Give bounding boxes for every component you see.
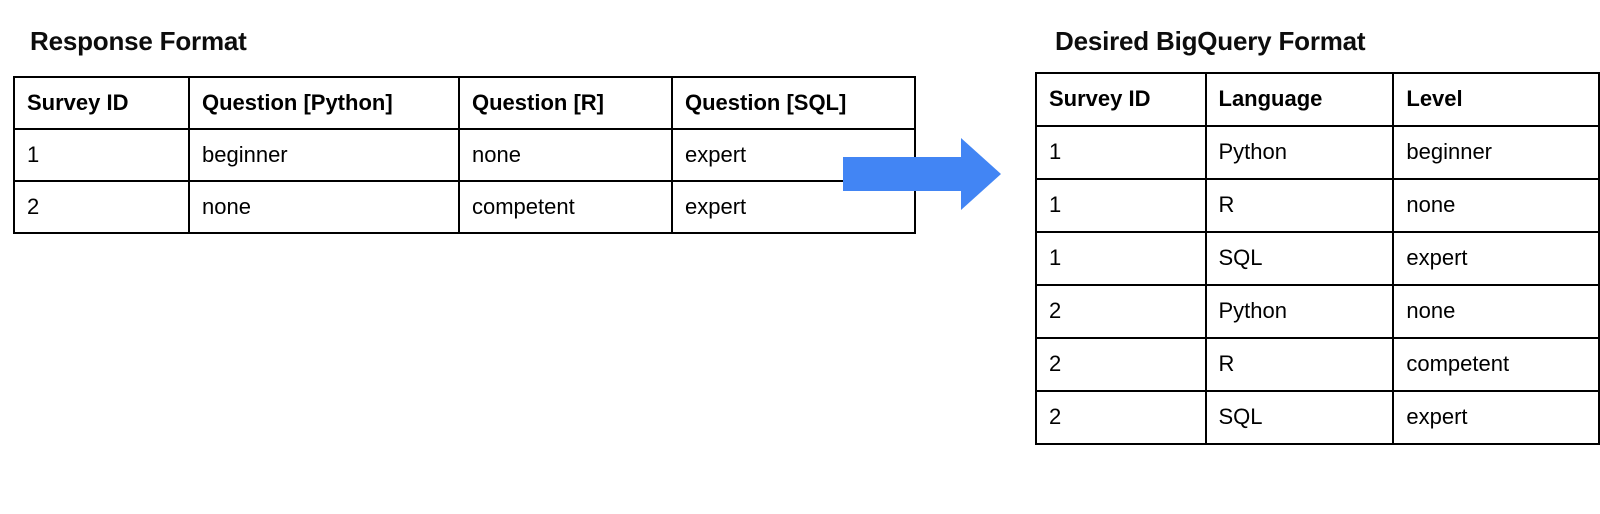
cell-level: none [1392,284,1600,339]
column-header-language: Language [1204,72,1395,127]
table-row: 2 none competent expert [13,180,916,234]
cell-survey-id: 2 [1035,284,1207,339]
cell-survey-id: 1 [1035,125,1207,180]
cell-question-python: none [188,180,460,234]
cell-language: Python [1204,125,1395,180]
column-header-question-python: Question [Python] [188,76,460,130]
response-format-panel: Response Format Survey ID Question [Pyth… [13,26,916,234]
column-header-level: Level [1392,72,1600,127]
table-row: 1 Python beginner [1035,125,1600,180]
cell-question-python: beginner [188,128,460,182]
bigquery-format-table: Survey ID Language Level 1 Python beginn… [1035,72,1600,445]
cell-language: Python [1204,284,1395,339]
table-row: 1 R none [1035,178,1600,233]
column-header-survey-id: Survey ID [1035,72,1207,127]
cell-language: R [1204,337,1395,392]
cell-question-r: none [458,128,673,182]
cell-survey-id: 1 [1035,178,1207,233]
response-format-table: Survey ID Question [Python] Question [R]… [13,76,916,234]
table-header-row: Survey ID Question [Python] Question [R]… [13,76,916,130]
column-header-question-sql: Question [SQL] [671,76,916,130]
cell-survey-id: 1 [13,128,190,182]
bigquery-format-title: Desired BigQuery Format [1055,26,1366,56]
cell-language: SQL [1204,231,1395,286]
table-row: 2 R competent [1035,337,1600,392]
table-row: 1 SQL expert [1035,231,1600,286]
table-row: 2 Python none [1035,284,1600,339]
bigquery-format-panel: Desired BigQuery Format Survey ID Langua… [1035,26,1600,445]
table-row: 2 SQL expert [1035,390,1600,445]
table-header-row: Survey ID Language Level [1035,72,1600,127]
response-format-title: Response Format [30,26,247,56]
column-header-question-r: Question [R] [458,76,673,130]
cell-language: SQL [1204,390,1395,445]
right-arrow-icon [843,138,1001,210]
column-header-survey-id: Survey ID [13,76,190,130]
table-row: 1 beginner none expert [13,128,916,182]
cell-level: expert [1392,231,1600,286]
cell-survey-id: 2 [1035,337,1207,392]
cell-survey-id: 2 [13,180,190,234]
cell-level: none [1392,178,1600,233]
cell-level: competent [1392,337,1600,392]
cell-question-sql: expert [671,180,916,234]
cell-level: beginner [1392,125,1600,180]
cell-level: expert [1392,390,1600,445]
cell-survey-id: 1 [1035,231,1207,286]
cell-language: R [1204,178,1395,233]
cell-question-r: competent [458,180,673,234]
cell-survey-id: 2 [1035,390,1207,445]
